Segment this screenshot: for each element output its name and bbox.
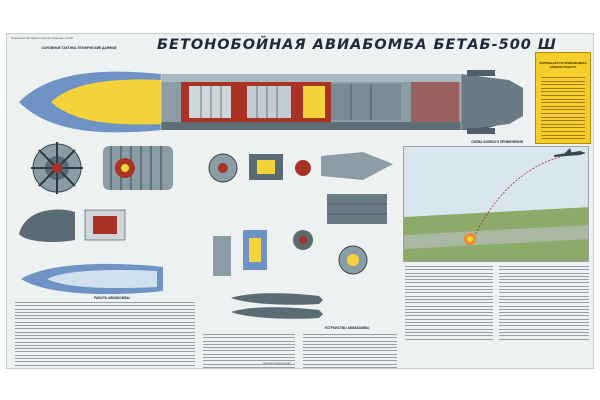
right-text-column-2 (499, 266, 589, 342)
design-heading: УСТРОЙСТВО АВИАБОМБЫ (324, 326, 370, 330)
poster-sheet: Издательство Министерства обороны СССР Б… (6, 33, 594, 369)
bottom-imprint: Военное издательство (263, 362, 291, 365)
notice-box: ЗАПРЕЩАЕТСЯ ПРОИЗВОДИТЬ БОЕВУЮ РАБОТУ (535, 52, 591, 144)
middle-text-column-2 (303, 334, 397, 368)
explosive-charge (51, 79, 161, 125)
explosion-icon (464, 233, 476, 245)
notice-title: ЗАПРЕЩАЕТСЯ ПРОИЗВОДИТЬ БОЕВУЮ РАБОТУ (539, 61, 587, 69)
nose-cone-drawing (21, 263, 163, 295)
combat-use-scene (403, 146, 589, 262)
main-data-heading: ОСНОВНЫЕ ТАКТИКО-ТЕХНИЧЕСКИЕ ДАННЫЕ (41, 46, 117, 50)
bomber-aircraft-icon (554, 148, 586, 157)
small-bomb-profiles (231, 293, 323, 319)
bomb-tail (461, 74, 523, 130)
fuse-section-drawing (19, 209, 126, 242)
component-drawings (208, 152, 393, 276)
operation-heading: РАБОТА АВИАБОМБЫ (94, 296, 130, 300)
middle-text-column-1 (203, 334, 295, 368)
bomb-cutaway-diagram (19, 70, 523, 134)
publisher-line: Издательство Министерства обороны СССР (11, 36, 74, 40)
notice-text (541, 77, 585, 140)
combat-use-heading: СХЕМА БОЕВОГО ПРИМЕНЕНИЯ (471, 140, 523, 144)
rocket-engine-drawing (103, 146, 173, 190)
tail-view-drawing (31, 142, 83, 194)
right-text-column-1 (405, 266, 493, 342)
left-text-column (15, 302, 195, 368)
poster-title: БЕТОНОБОЙНАЯ АВИАБОМБА БЕТАБ-500 Ш (157, 37, 557, 53)
